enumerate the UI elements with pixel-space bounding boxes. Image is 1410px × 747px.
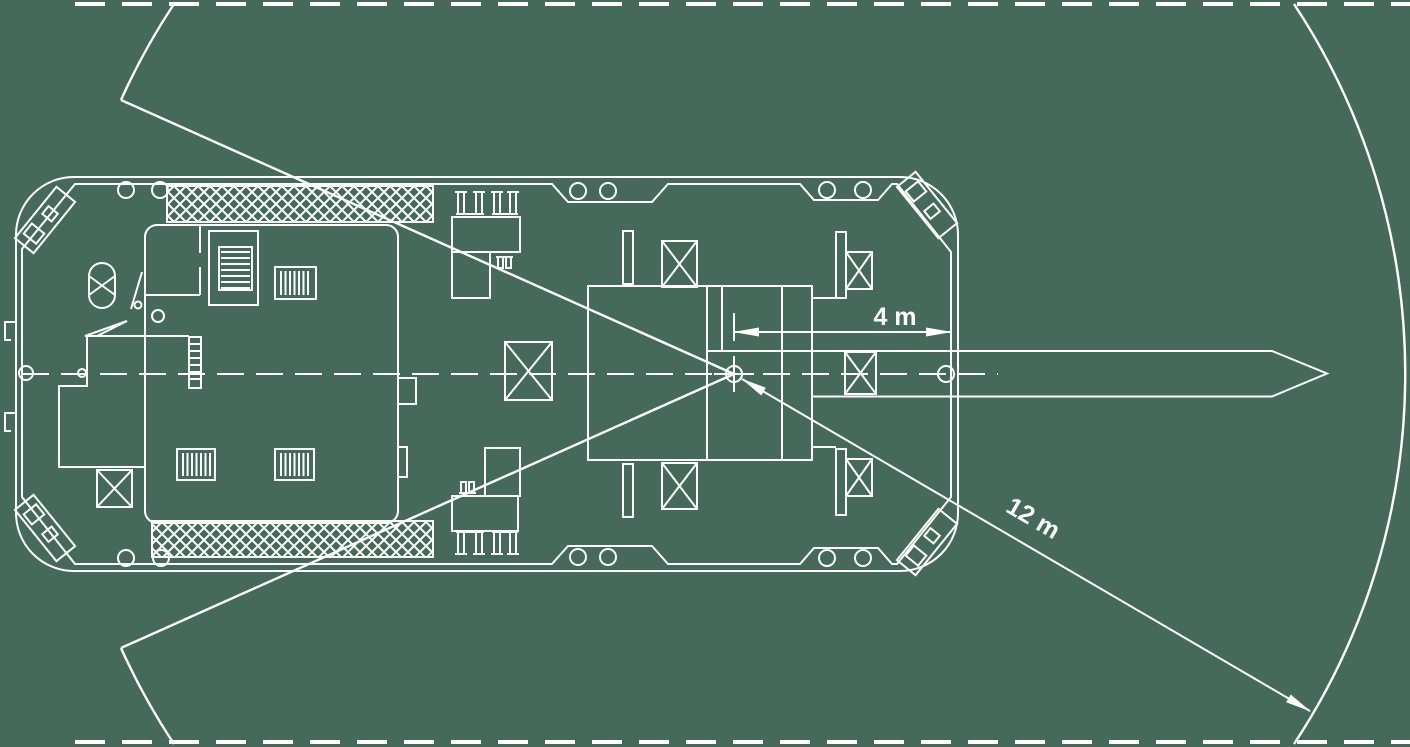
deckhouse-side-box-lower bbox=[397, 446, 408, 478]
sector-line-lower bbox=[120, 372, 735, 650]
slew-sector-lines bbox=[120, 98, 735, 650]
cross-fitting bbox=[661, 462, 698, 510]
deckhouse-partition bbox=[145, 225, 201, 296]
davit-line bbox=[130, 271, 143, 310]
crane-post-bottom-left bbox=[622, 463, 634, 518]
corner-stair-symbol bbox=[895, 170, 959, 240]
cross-marked-fittings bbox=[96, 240, 877, 510]
cross-fitting bbox=[661, 240, 698, 288]
crane-post-connectors bbox=[812, 297, 836, 448]
vent-grille-bottom-mid bbox=[274, 448, 315, 481]
fairlead-stadium bbox=[88, 262, 116, 309]
cross-fitting bbox=[504, 341, 553, 401]
deck-fitting-circle bbox=[151, 309, 165, 323]
engine-casing-grille bbox=[218, 246, 253, 291]
ladder bbox=[188, 336, 202, 389]
small-bitt bbox=[459, 481, 476, 494]
vent-grille-top bbox=[274, 266, 317, 300]
arc-bottom-left bbox=[119, 647, 175, 745]
hatch-strip-bottom bbox=[151, 520, 434, 558]
draft-mark-lower bbox=[4, 412, 16, 432]
hatch-strip-top bbox=[166, 185, 434, 223]
mooring-winch-top bbox=[451, 191, 521, 299]
mooring-winch-bottom bbox=[451, 447, 521, 555]
working-radius-arc bbox=[119, 3, 1407, 745]
vent-grille-bottom-left bbox=[176, 448, 216, 481]
deck-fitting-small-circle bbox=[133, 300, 143, 310]
dimension-4m-label: 4 m bbox=[873, 303, 916, 331]
arc-right bbox=[1292, 3, 1407, 745]
dimension-4m: 4 m bbox=[733, 303, 952, 341]
draft-mark-upper bbox=[4, 321, 16, 341]
cross-fitting bbox=[96, 469, 133, 508]
crane-post-top-left bbox=[622, 230, 634, 285]
cross-fitting bbox=[845, 458, 873, 497]
davit-arm bbox=[84, 320, 128, 337]
walkway-hatch bbox=[151, 185, 434, 558]
crane-post-top-right bbox=[835, 231, 847, 299]
work-limit-lines bbox=[75, 2, 1410, 744]
cross-fitting bbox=[845, 251, 873, 290]
deckhouse-annex bbox=[58, 335, 145, 468]
small-bitt bbox=[496, 256, 513, 269]
crane-post-bottom-right bbox=[835, 448, 847, 516]
mooring-bitts bbox=[455, 191, 519, 215]
deckhouse-side-box-upper bbox=[397, 377, 417, 405]
dimension-12m-line bbox=[741, 378, 1311, 712]
mooring-bitts bbox=[455, 531, 519, 555]
sector-line-upper bbox=[120, 98, 735, 376]
arc-top-left bbox=[119, 3, 175, 101]
dimension-12m: 12 m bbox=[741, 378, 1311, 712]
engine-casing bbox=[208, 230, 259, 306]
